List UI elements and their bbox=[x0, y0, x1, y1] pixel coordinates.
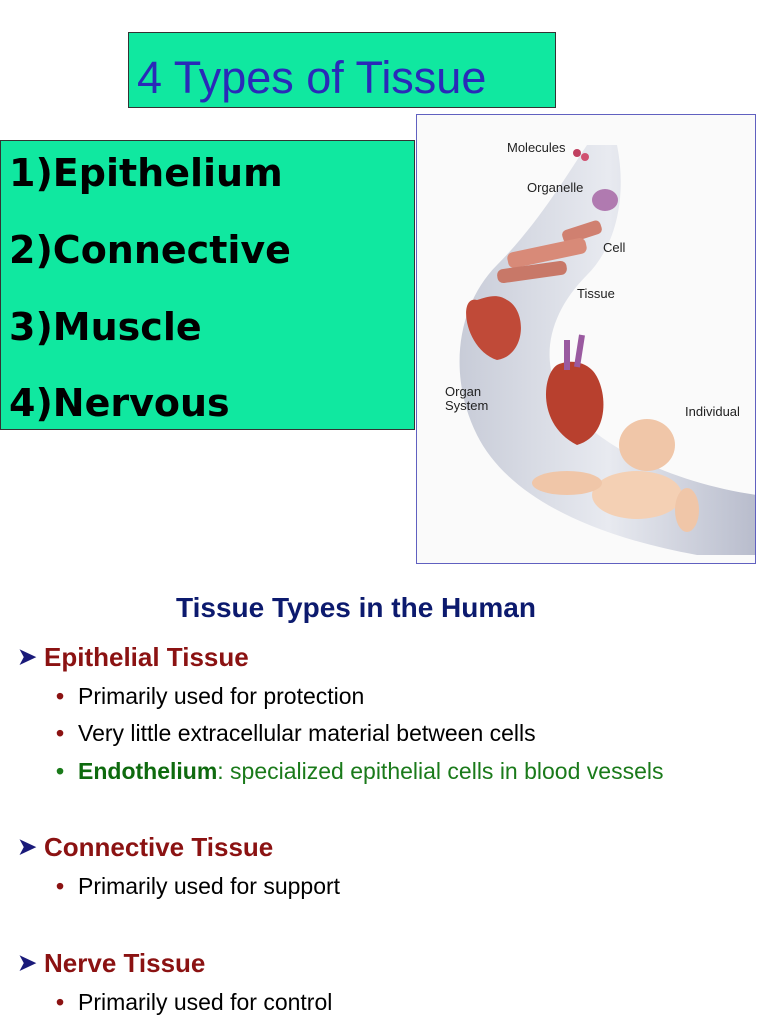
bullet-item: • Primarily used for protection bbox=[56, 682, 364, 710]
label-cell: Cell bbox=[603, 240, 626, 255]
section-connective-title: Connective Tissue bbox=[44, 832, 274, 862]
bullet-text: Primarily used for protection bbox=[78, 683, 365, 709]
bullet-dot-icon: • bbox=[56, 758, 65, 784]
spiral-band bbox=[459, 145, 755, 555]
section-epithelial: ➤ Epithelial Tissue bbox=[18, 641, 249, 673]
bullet-text: Primarily used for support bbox=[78, 873, 341, 899]
tissue-list-box: 1)Epithelium 2)Connective 3)Muscle 4)Ner… bbox=[0, 140, 415, 430]
bullet-dot-icon: • bbox=[56, 989, 65, 1015]
bullet-text: Primarily used for control bbox=[78, 989, 333, 1015]
bullet-item-endothelium: • Endothelium: specialized epithelial cel… bbox=[56, 757, 663, 785]
section-heading: Tissue Types in the Human bbox=[176, 592, 536, 623]
slide-title: 4 Types of Tissue bbox=[137, 52, 487, 103]
bullet-item: • Primarily used for support bbox=[56, 872, 340, 900]
label-individual: Individual bbox=[685, 404, 740, 419]
tissue-item-connective: 2)Connective bbox=[9, 228, 291, 272]
tissue-item-epithelium: 1)Epithelium bbox=[9, 151, 283, 195]
endothelium-term: Endothelium bbox=[78, 758, 218, 784]
arrowhead-icon: ➤ bbox=[18, 834, 37, 859]
label-tissue: Tissue bbox=[577, 286, 615, 301]
organ-heart-shape bbox=[545, 361, 604, 445]
bullet-item: • Primarily used for control bbox=[56, 988, 332, 1016]
label-organ-system: Organ System bbox=[445, 384, 489, 413]
label-molecules: Molecules bbox=[507, 140, 566, 155]
cell-shape bbox=[562, 220, 602, 244]
baby-head-shape bbox=[619, 419, 675, 471]
baby-arm-shape bbox=[675, 488, 699, 532]
tissue-item-nervous: 4)Nervous bbox=[9, 381, 230, 425]
molecule-shape bbox=[581, 153, 589, 161]
section-nerve-title: Nerve Tissue bbox=[44, 948, 206, 978]
bullet-dot-icon: • bbox=[56, 720, 65, 746]
organelle-shape bbox=[592, 189, 618, 211]
section-connective: ➤ Connective Tissue bbox=[18, 831, 273, 863]
molecule-shape bbox=[573, 149, 581, 157]
figure-illustration bbox=[459, 145, 755, 555]
section-nerve: ➤ Nerve Tissue bbox=[18, 947, 205, 979]
tissue-item-muscle: 3)Muscle bbox=[9, 305, 202, 349]
bullet-dot-icon: • bbox=[56, 873, 65, 899]
tissue-shape bbox=[507, 237, 587, 269]
vessel-shape bbox=[564, 334, 585, 370]
bullet-text: Very little extracellular material betwe… bbox=[78, 720, 536, 746]
baby-leg-shape bbox=[532, 471, 602, 495]
arrowhead-icon: ➤ bbox=[18, 644, 37, 669]
label-organelle: Organelle bbox=[527, 180, 584, 195]
title-box: 4 Types of Tissue bbox=[128, 32, 556, 108]
bullet-item: • Very little extracellular material betw… bbox=[56, 719, 536, 747]
organization-levels-figure: Molecules Organelle Cell Tissue Organ Sy… bbox=[416, 114, 756, 564]
bullet-dot-icon: • bbox=[56, 683, 65, 709]
section-epithelial-title: Epithelial Tissue bbox=[44, 642, 249, 672]
tissue-shape bbox=[497, 260, 567, 284]
arrowhead-icon: ➤ bbox=[18, 950, 37, 975]
baby-body-shape bbox=[592, 471, 682, 519]
heart-shape bbox=[466, 296, 521, 360]
endothelium-description: : specialized epithelial cells in blood … bbox=[217, 758, 664, 784]
